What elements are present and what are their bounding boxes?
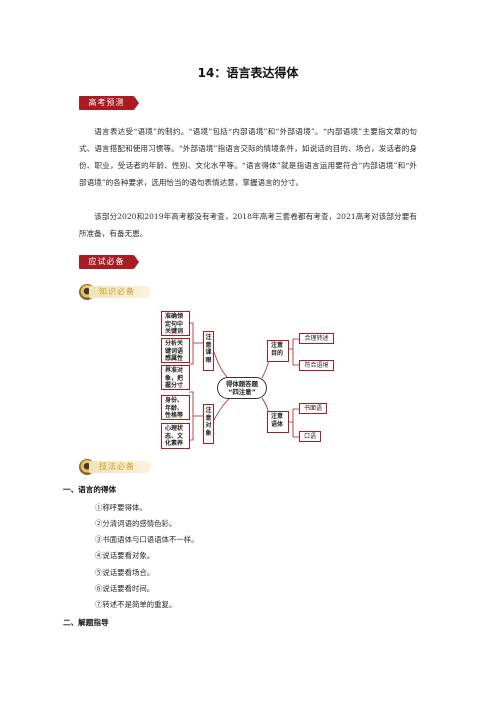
mindmap-label-keywords: 注意课眼 [203, 331, 214, 371]
list-item: ④说话要看对象。 [95, 551, 155, 560]
mindmap-center: 得体题答题 “四注意” [217, 377, 267, 399]
list-item: ②分清词语的感情色彩。 [95, 519, 177, 528]
badge-knowledge-label: 知识必备 [89, 286, 151, 298]
mindmap-center-line-2: “四注意” [228, 388, 256, 396]
mindmap-left-item-4: 身份、年龄、性格等 [161, 395, 190, 420]
intro-paragraph-1: 语言表达受“语境”的制约。“语境”包括“内部语境”和“外部语境”。“内部语境”主… [79, 127, 417, 187]
mindmap-center-line-1: 得体题答题 [226, 380, 258, 388]
list-item: ③书面语体与口语语体不一样。 [95, 535, 199, 544]
section-ribbon-forecast: 高考预测 [79, 96, 139, 110]
list-item: ⑦转述不是简单的重复。 [95, 600, 177, 609]
badge-knowledge: 知识必备 [79, 284, 159, 300]
mindmap-left-item-5: 心理状态、文化素养 [161, 423, 190, 449]
mindmap-label-purpose: 注意目的 [267, 340, 289, 362]
list-item: ⑤说话要看场合。 [95, 568, 155, 577]
mindmap-right-item-relay: 合理转述 [299, 333, 334, 344]
list-item: ⑥说话要看时间。 [95, 584, 155, 593]
mindmap-right-item-spoken: 口语 [299, 431, 321, 442]
mindmap-label-style: 注意语体 [267, 411, 289, 433]
badge-method: 技法必备 [79, 459, 159, 475]
section-heading-1: 一、语言的得体 [63, 485, 117, 494]
mindmap-left-item-2: 分析关键词语感属性 [161, 338, 190, 363]
list-item: ①称呼要得体。 [95, 503, 147, 512]
intro-paragraph-2: 该部分2020和2019年高考都没有考查，2018年高考三套卷都有考查，2021… [79, 212, 417, 238]
mindmap-right-item-context: 符合语境 [299, 360, 334, 371]
mindmap-left-item-3: 界准对象，把握分寸 [161, 365, 190, 390]
mindmap-right-item-written: 书面语 [299, 403, 327, 414]
mindmap-left-item-1: 准确领定句中关键词 [161, 311, 190, 336]
badge-method-label: 技法必备 [89, 461, 151, 473]
section-heading-2: 二、解题指导 [63, 618, 109, 627]
section-ribbon-prep: 应试必备 [79, 255, 139, 269]
mindmap-label-audience: 注意对象 [203, 404, 214, 444]
page-title: 14：语言表达得体 [197, 66, 299, 80]
